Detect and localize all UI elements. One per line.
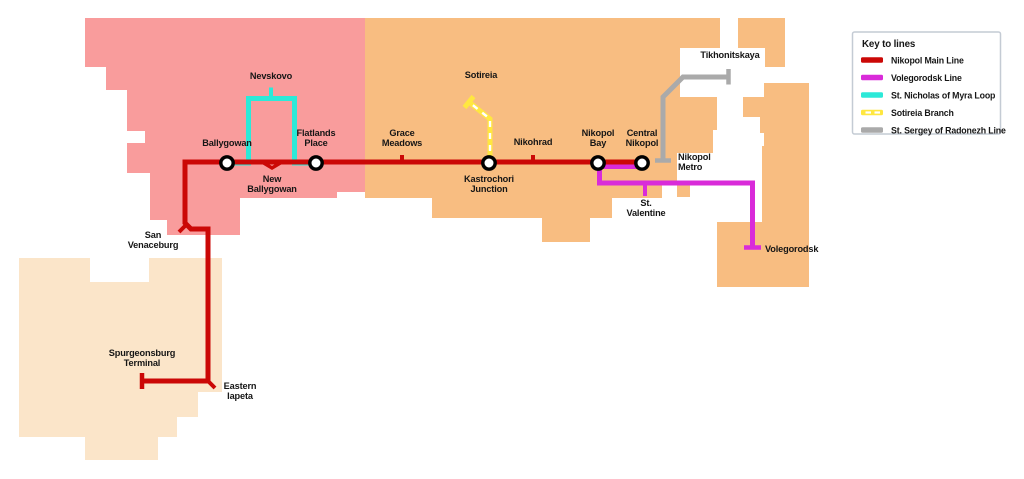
new-ballygowan-tick [261, 160, 283, 171]
zone-outer [19, 258, 222, 460]
zone-inner [85, 18, 365, 235]
legend-swatch-sotireia-dash [874, 111, 880, 114]
station-label-volegorodsk: Volegorodsk [765, 244, 819, 254]
legend-box [851, 31, 1002, 135]
zone-outer-rect [19, 258, 90, 282]
station-label-ballygowan: Ballygowan [202, 138, 252, 148]
station-label-eastern-iapeta: Iapeta [227, 391, 254, 401]
station-label-san-venaceburg: Venaceburg [128, 240, 179, 250]
legend-title: Key to lines [862, 39, 916, 50]
station-label-sotireia: Sotireia [465, 70, 499, 80]
interchange-station-marker-flatlands-place [308, 155, 324, 171]
sotireia-branch-dash-overlay [468, 101, 492, 160]
zone-inner-rect [145, 131, 365, 143]
station-label-grace-meadows: Grace [389, 128, 414, 138]
station-label-spurgeonsburg-terminal: Spurgeonsburg [109, 348, 175, 358]
zone-middle [365, 18, 809, 287]
station-label-central-nikopol: Central [627, 128, 658, 138]
station-label-nikopol-bay: Nikopol [582, 128, 615, 138]
station-label-grace-meadows: Meadows [382, 138, 422, 148]
legend-label-nikopol-main-line: Nikopol Main Line [891, 55, 964, 65]
interchange-station-marker-nikopol-bay [590, 155, 606, 171]
station-label-nevskovo: Nevskovo [250, 71, 293, 81]
zone-middle-rect [765, 48, 785, 67]
zone-outer-rect [149, 258, 222, 282]
zone-middle-rect [762, 146, 809, 222]
legend-label-radonezh-line: St. Sergey of Radonezh Line [891, 125, 1006, 135]
station-label-tikhonitskaya: Tikhonitskaya [700, 50, 760, 60]
station-label-eastern-iapeta: Eastern [224, 381, 257, 391]
legend-swatch-radonezh-line [861, 127, 883, 133]
nikopol-main-line [139, 155, 642, 390]
zone-inner-rect [85, 18, 106, 67]
legend-swatch-sotireia-dash [865, 111, 871, 114]
zone-middle-rect [365, 183, 662, 198]
volegorodsk-line [597, 164, 761, 250]
zone-middle-rect [542, 218, 590, 242]
station-label-spurgeonsburg-terminal: Terminal [124, 358, 160, 368]
radonezh-line-path [660, 74, 727, 159]
station-label-flatlands-place: Flatlands [297, 128, 336, 138]
interchange-markers [219, 155, 650, 171]
station-label-nikohrad: Nikohrad [514, 137, 553, 147]
station-label-san-venaceburg: San [145, 230, 162, 240]
station-label-nikopol-metro: Metro [678, 162, 703, 172]
zone-outer-rect [85, 437, 158, 460]
station-label-new-ballygowan: Ballygowan [247, 184, 297, 194]
zone-middle-rect [677, 183, 690, 197]
zone-inner-rect [150, 192, 337, 198]
station-labels: Nevskovo Ballygowan Flatlands Place New … [109, 50, 820, 401]
zone-middle-rect [738, 18, 785, 48]
legend: Key to lines Nikopol Main Line Volegorod… [851, 31, 1006, 135]
legend-label-myra-loop: St. Nicholas of Myra Loop [891, 90, 996, 100]
san-venaceburg-tick [177, 223, 188, 234]
legend-label-sotireia-branch: Sotireia Branch [891, 108, 954, 118]
station-label-flatlands-place: Place [304, 138, 327, 148]
volegorodsk-line-path [597, 164, 755, 246]
legend-swatch-sotireia-branch [861, 109, 883, 116]
station-label-nikopol-bay: Bay [590, 138, 607, 148]
zone-outer-rect [19, 282, 177, 437]
zone-middle-rect [764, 83, 809, 146]
zone-inner-rect [150, 198, 167, 220]
interchange-station-marker-ballygowan [219, 155, 235, 171]
station-label-kastrochori-junction: Kastrochori [464, 174, 514, 184]
legend-swatch-nikopol-main-line [861, 57, 883, 63]
sotireia-branch [462, 94, 493, 160]
sotireia-terminus-tick [462, 94, 476, 110]
zone-inner-rect [150, 173, 365, 192]
zone-outer-rect [177, 282, 198, 417]
interchange-station-marker-central-nikopol [634, 155, 650, 171]
station-label-kastrochori-junction: Junction [470, 184, 508, 194]
station-label-st-valentine: St. [640, 198, 651, 208]
legend-swatch-myra-loop [861, 92, 883, 98]
zone-middle-rect [717, 222, 809, 287]
zone-middle-rect [432, 198, 612, 218]
legend-label-volegorodsk-line: Volegorodsk Line [891, 73, 962, 83]
zone-middle-rect [365, 130, 713, 153]
station-label-new-ballygowan: New [263, 174, 282, 184]
radonezh-line [655, 69, 731, 163]
zone-middle-rect [365, 18, 720, 48]
legend-swatch-volegorodsk-line [861, 74, 883, 81]
eastern-iapeta-tick [206, 379, 217, 390]
zone-middle-rect [365, 97, 717, 130]
station-label-st-valentine: Valentine [627, 208, 666, 218]
interchange-station-marker-kastrochori-junction [481, 155, 497, 171]
zone-inner-rect [106, 18, 127, 90]
station-label-central-nikopol: Nikopol [626, 138, 659, 148]
station-label-nikopol-metro: Nikopol [678, 152, 711, 162]
zone-middle-rect [365, 48, 680, 97]
